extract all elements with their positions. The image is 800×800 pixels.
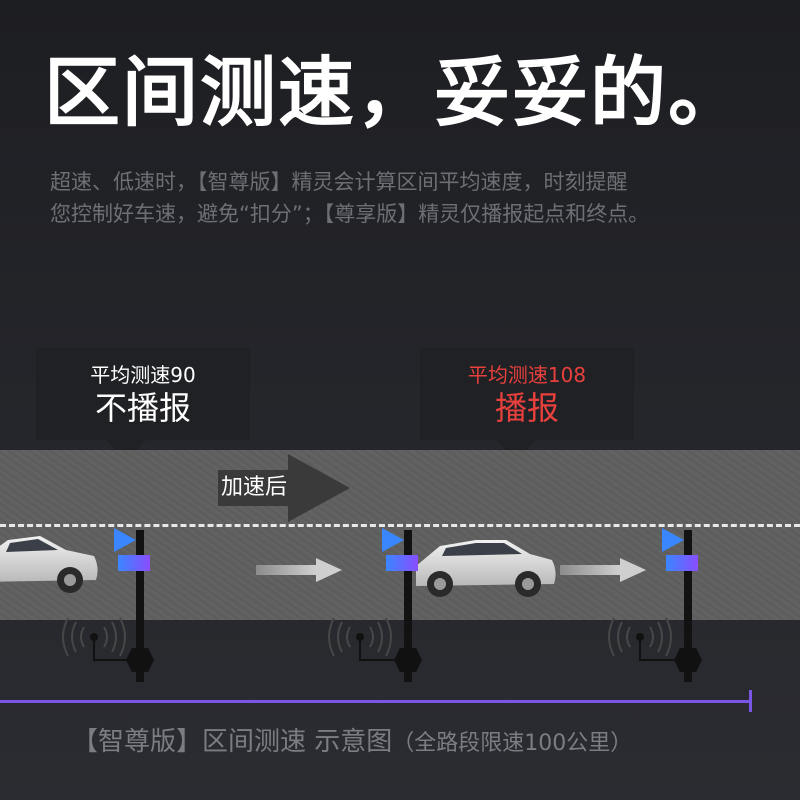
acceleration-arrow-icon <box>288 454 350 522</box>
car-left-icon <box>0 536 98 593</box>
callout-no-broadcast-speed: 平均测速90 <box>90 363 196 387</box>
headline: 区间测速，妥妥的。 <box>44 48 746 137</box>
acceleration-label: 加速后 <box>218 470 290 506</box>
timeline-bar <box>0 700 752 703</box>
lane-divider-line <box>0 524 800 527</box>
description-line-1: 超速、低速时，【智尊版】精灵会计算区间平均速度，时刻提醒 <box>50 170 628 194</box>
caption: 【智尊版】区间测速 示意图（全路段限速100公里） <box>72 724 632 762</box>
caption-note: （全路段限速100公里） <box>392 731 633 756</box>
checkpoint-start-icon <box>62 528 154 682</box>
timeline-end-tick <box>749 690 752 712</box>
caption-main: 【智尊版】区间测速 示意图 <box>72 727 393 757</box>
motion-arrow-1-icon <box>256 558 342 582</box>
checkpoint-middle-icon <box>328 528 422 682</box>
callout-no-broadcast: 平均测速90 不播报 <box>36 348 250 440</box>
description: 超速、低速时，【智尊版】精灵会计算区间平均速度，时刻提醒 您控制好车速，避免“扣… <box>50 166 770 230</box>
checkpoint-end-icon <box>608 528 702 682</box>
motion-arrow-2-icon <box>560 558 646 582</box>
callout-broadcast-status: 播报 <box>494 389 559 427</box>
callout-broadcast: 平均测速108 播报 <box>420 348 634 440</box>
description-line-2: 您控制好车速，避免“扣分”；【尊享版】精灵仅播报起点和终点。 <box>50 202 650 226</box>
callout-no-broadcast-status: 不播报 <box>94 389 191 427</box>
callout-broadcast-speed: 平均测速108 <box>467 363 587 387</box>
car-middle-icon <box>416 540 556 597</box>
